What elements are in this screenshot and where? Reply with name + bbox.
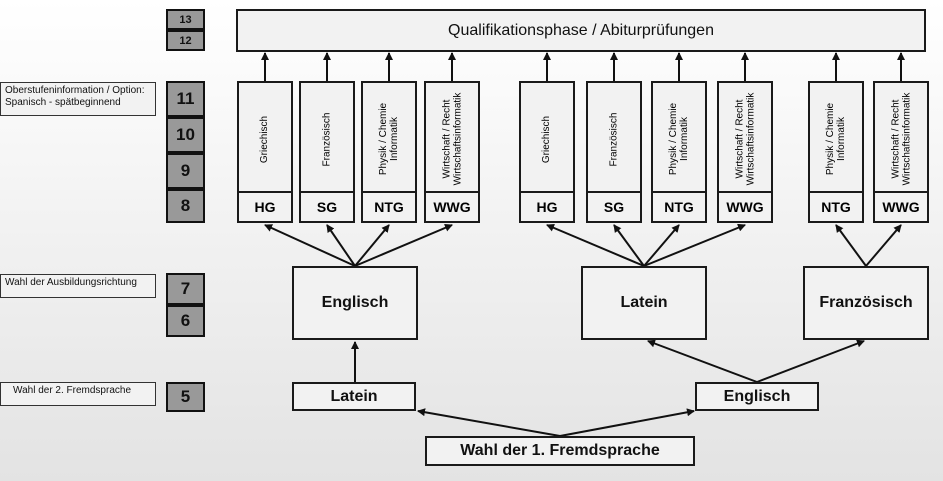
label-oberstufeninformation-text: Oberstufeninformation / Option: Spanisch… (5, 85, 145, 108)
subject-column-wwg: Wirtschaft / Recht Wirtschaftsinformatik… (717, 81, 773, 223)
arrow-englisch-latein (647, 339, 758, 383)
arrow-franz-ntg (835, 224, 867, 267)
abbr-wwg: WWG (875, 191, 927, 221)
arrow-first-englisch (559, 408, 695, 437)
subject-wirtschaft-recht: Wirtschaft / Recht Wirtschaftsinformatik (441, 92, 464, 186)
grade-8-label: 8 (180, 196, 191, 215)
abbr-ntg: NTG (810, 191, 862, 221)
abbr-hg: HG (521, 191, 573, 221)
subject-column-hg: Griechisch HG (237, 81, 293, 223)
label-ausbildungsrichtung: Wahl der Ausbildungsrichtung (0, 274, 156, 298)
grade-9-label: 9 (180, 161, 191, 180)
first-language-box: Wahl der 1. Fremdsprache (425, 436, 695, 466)
label-oberstufeninformation: Oberstufeninformation / Option: Spanisch… (0, 82, 156, 116)
abbr-hg: HG (239, 191, 291, 221)
abbr-wwg: WWG (426, 191, 478, 221)
subject-franzoesisch: Französisch (321, 112, 333, 166)
arrow-latein-hg (546, 224, 645, 267)
arrow-latein-sg (613, 224, 645, 267)
grade-5-label: 5 (180, 387, 191, 406)
subject-physik-chemie-informatik: Physik / Chemie Informatik (825, 102, 847, 176)
subject-physik-chemie-informatik: Physik / Chemie Informatik (668, 102, 690, 176)
language-franzoesisch-label: Französisch (819, 294, 913, 311)
subject-column-wwg: Wirtschaft / Recht Wirtschaftsinformatik… (424, 81, 480, 223)
grade-6-label: 6 (180, 311, 191, 330)
language-box-latein: Latein (581, 266, 707, 340)
language-box-englisch: Englisch (292, 266, 418, 340)
arrow-englisch-hg (264, 224, 356, 267)
grade-13: 13 (166, 9, 205, 30)
label-fremdsprache-2: Wahl der 2. Fremdsprache (0, 382, 156, 406)
subject-wirtschaft-recht: Wirtschaft / Recht Wirtschaftsinformatik (890, 92, 913, 186)
grade-11: 11 (166, 81, 205, 117)
label-fremdsprache-2-text: Wahl der 2. Fremdsprache (13, 385, 132, 396)
arrow-latein-wwg (643, 223, 746, 267)
grade-12-label: 12 (179, 34, 192, 47)
grade-7-label: 7 (180, 279, 191, 298)
abbr-sg: SG (301, 191, 353, 221)
subject-griechisch: Griechisch (541, 115, 553, 163)
abbr-sg: SG (588, 191, 640, 221)
qualifikationsphase-box: Qualifikationsphase / Abiturprüfungen (236, 9, 926, 52)
subject-column-sg: Französisch SG (299, 81, 355, 223)
grade-10-label: 10 (176, 125, 195, 144)
abbr-ntg: NTG (363, 191, 415, 221)
subject-column-ntg: Physik / Chemie Informatik NTG (808, 81, 864, 223)
arrow-englisch-franz (756, 339, 865, 383)
subject-column-ntg: Physik / Chemie Informatik NTG (361, 81, 417, 223)
grade-10: 10 (166, 117, 205, 153)
language-englisch-label: Englisch (321, 294, 389, 311)
qualifikationsphase-label: Qualifikationsphase / Abiturprüfungen (448, 21, 714, 39)
abbr-ntg: NTG (653, 191, 705, 221)
second-language-englisch: Englisch (695, 382, 819, 411)
grade-9: 9 (166, 153, 205, 189)
subject-column-ntg: Physik / Chemie Informatik NTG (651, 81, 707, 223)
subject-column-hg: Griechisch HG (519, 81, 575, 223)
language-box-franzoesisch: Französisch (803, 266, 929, 340)
grade-12: 12 (166, 30, 205, 51)
subject-column-wwg: Wirtschaft / Recht Wirtschaftsinformatik… (873, 81, 929, 223)
arrow-franz-wwg (865, 224, 902, 267)
grade-7: 7 (166, 273, 205, 305)
first-language-label: Wahl der 1. Fremdsprache (460, 442, 660, 459)
grade-11-label: 11 (176, 89, 195, 108)
arrow-englisch-sg (326, 224, 356, 267)
subject-franzoesisch: Französisch (608, 112, 620, 166)
second-language-latein-label: Latein (330, 387, 378, 405)
second-language-latein: Latein (292, 382, 416, 411)
grade-13-label: 13 (179, 13, 192, 26)
grade-6: 6 (166, 305, 205, 337)
subject-column-sg: Französisch SG (586, 81, 642, 223)
arrow-englisch-ntg (354, 224, 390, 267)
label-ausbildungsrichtung-text: Wahl der Ausbildungsrichtung (5, 277, 137, 288)
arrow-first-latein (417, 408, 561, 437)
grade-8: 8 (166, 189, 205, 223)
abbr-wwg: WWG (719, 191, 771, 221)
subject-griechisch: Griechisch (259, 115, 271, 163)
subject-physik-chemie-informatik: Physik / Chemie Informatik (378, 102, 400, 176)
subject-wirtschaft-recht: Wirtschaft / Recht Wirtschaftsinformatik (734, 92, 757, 186)
second-language-englisch-label: Englisch (723, 387, 791, 405)
grade-5: 5 (166, 382, 205, 412)
arrow-latein-ntg (643, 224, 680, 267)
arrow-englisch-wwg (354, 224, 453, 267)
language-latein-label: Latein (620, 294, 668, 311)
